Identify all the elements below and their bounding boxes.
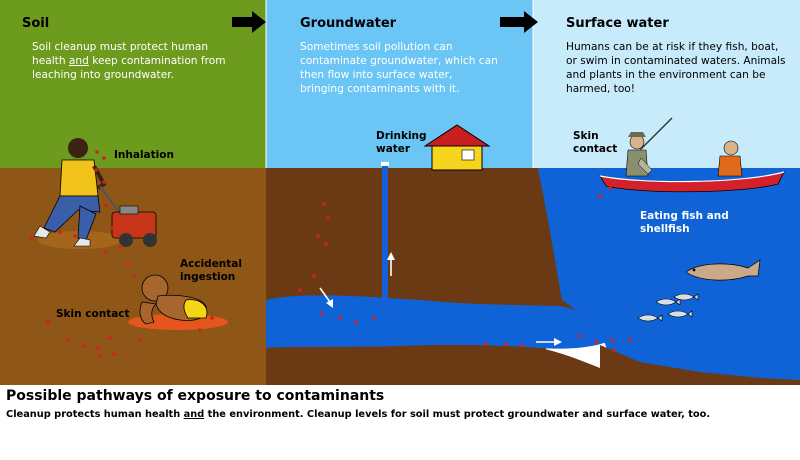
groundwater-heading: Groundwater bbox=[300, 16, 397, 31]
aquifer-water bbox=[266, 295, 620, 349]
inhalation-label: Inhalation bbox=[114, 149, 174, 161]
house bbox=[423, 124, 491, 171]
soil-description-emphasis: and bbox=[68, 55, 89, 67]
well-pipe bbox=[381, 162, 389, 306]
surface-sky-background bbox=[533, 0, 800, 168]
soil-skin-contact-label: Skin contact bbox=[56, 308, 130, 320]
groundwater-sky-background bbox=[266, 0, 533, 168]
diagram-caption: Cleanup protects human health and the en… bbox=[6, 409, 711, 420]
groundwater-description: Sometimes soil pollution can contaminate… bbox=[300, 41, 498, 95]
lake-bottom bbox=[600, 345, 800, 385]
lower-earth-band bbox=[266, 344, 600, 385]
person-mowing bbox=[33, 138, 127, 249]
baby bbox=[128, 274, 228, 330]
canoe-with-people bbox=[599, 117, 785, 193]
caption-emphasis: and bbox=[183, 409, 205, 420]
lake-water bbox=[533, 168, 800, 385]
soil-bottom-strip bbox=[0, 360, 266, 385]
soil-sky-background bbox=[0, 0, 266, 168]
small-fish-group bbox=[637, 293, 699, 322]
flow-arrow bbox=[536, 338, 562, 346]
soil-description: Soil cleanup must protect human health a… bbox=[32, 41, 226, 81]
drinking-water-label: Drinking water bbox=[376, 130, 427, 155]
diagram-title: Possible pathways of exposure to contami… bbox=[6, 388, 385, 404]
accidental-ingestion-label: Accidental ingestion bbox=[180, 258, 242, 283]
contaminant-dots bbox=[30, 150, 632, 358]
surface-water-heading: Surface water bbox=[566, 16, 669, 31]
exposure-pathways-diagram bbox=[0, 0, 800, 385]
surface-water-description: Humans can be at risk if they fish, boat… bbox=[566, 41, 786, 95]
shoreline-cliff bbox=[533, 168, 610, 345]
arrow-soil-to-groundwater bbox=[232, 11, 266, 33]
seep-arrow bbox=[319, 287, 333, 308]
large-fish bbox=[685, 259, 761, 281]
surface-skin-contact-label: Skin contact bbox=[573, 130, 618, 155]
well-up-arrow bbox=[387, 252, 395, 276]
soil-heading: Soil bbox=[22, 16, 50, 31]
lawn-tool bbox=[111, 205, 157, 247]
eating-fish-label: Eating fish and shellfish bbox=[640, 210, 729, 235]
arrow-groundwater-to-surface bbox=[500, 11, 538, 33]
